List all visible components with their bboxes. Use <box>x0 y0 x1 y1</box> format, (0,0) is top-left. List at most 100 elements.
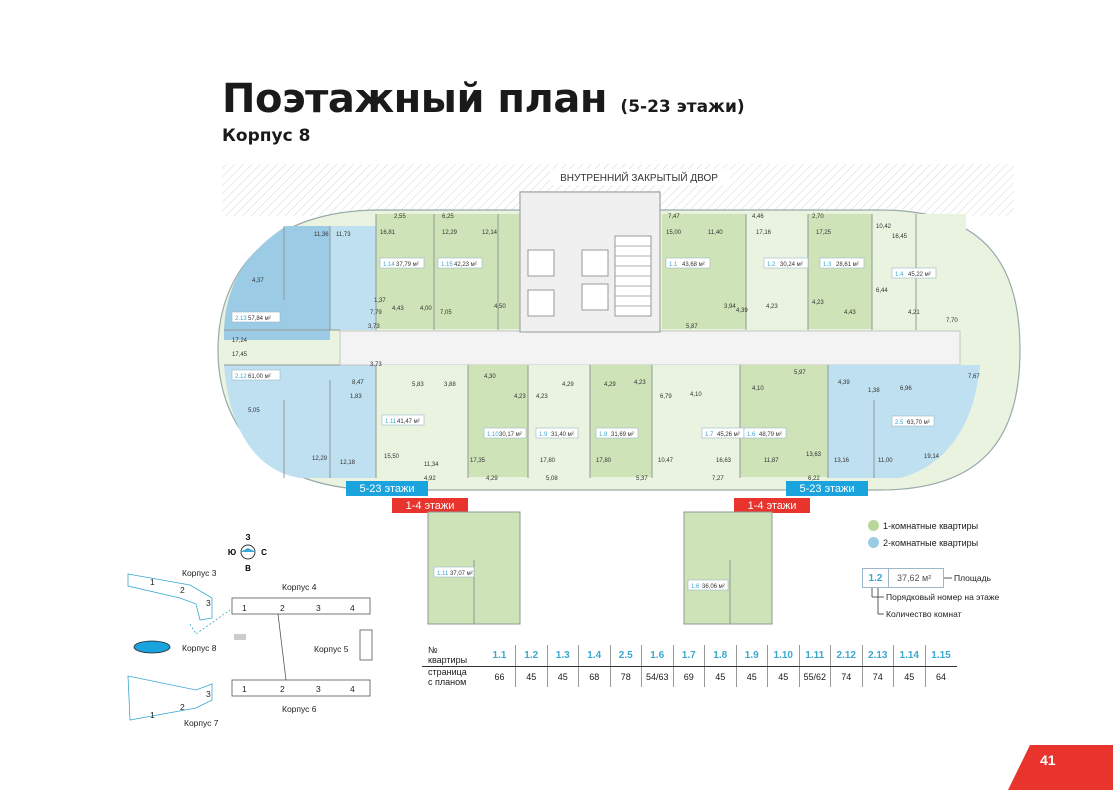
table-apt-1.3: 1.3 <box>546 645 579 667</box>
table-page: 45 <box>515 666 547 687</box>
room-size: 4,29 <box>562 382 574 388</box>
room-size: 4,50 <box>494 304 506 310</box>
room-size: 6,25 <box>442 214 454 220</box>
stair-lines <box>615 245 651 307</box>
unit-badge-area: 31,69 м² <box>611 432 634 438</box>
table-page: 64 <box>924 666 957 687</box>
site-k6 <box>231 679 371 697</box>
room-size: 4,23 <box>812 300 824 306</box>
key-sample: 1.2 37,62 м² <box>862 568 944 588</box>
legend-two-room: 2-комнатные квартиры <box>868 534 978 551</box>
room-size: 12,29 <box>312 456 328 462</box>
table-apt-2.12: 2.12 <box>830 645 862 667</box>
unit-badge-num: 2.13 <box>235 316 247 322</box>
room-size: 17,16 <box>756 230 772 236</box>
room-size: 6,79 <box>660 394 672 400</box>
room-size: 12,18 <box>340 460 356 466</box>
room-size: 13,16 <box>834 458 850 464</box>
room-size: 1,38 <box>868 388 880 394</box>
site-k8-highlight <box>133 640 171 654</box>
room-size: 6,22 <box>808 476 820 482</box>
unit-badge-num: 1.2 <box>767 262 776 268</box>
room-size: 15,00 <box>666 230 682 236</box>
compass-rose: З Ю С В <box>228 533 267 573</box>
courtyard-label: ВНУТРЕННИЙ ЗАКРЫТЫЙ ДВОР <box>560 171 718 184</box>
unit-badge-area: 48,79 м² <box>759 432 782 438</box>
room-size: 1,37 <box>374 298 386 304</box>
unit-1-9-area <box>528 365 590 477</box>
room-size: 4,23 <box>634 380 646 386</box>
room-size: 11,34 <box>424 462 439 468</box>
unit-1-7-area <box>652 365 740 477</box>
room-size: 1,83 <box>350 394 362 400</box>
lower-left-badge-num: 1.11 <box>437 571 449 577</box>
unit-walls <box>224 214 917 478</box>
table-page: 74 <box>830 666 862 687</box>
room-size: 15,50 <box>384 454 400 460</box>
room-size: 4,10 <box>752 386 764 392</box>
table-apt-2.13: 2.13 <box>861 645 894 667</box>
compass-e: С <box>261 548 267 557</box>
site-sec-bot-2: 2 <box>280 684 285 694</box>
room-size: 7,47 <box>668 214 680 220</box>
room-size: 19,14 <box>924 454 940 460</box>
legend-one-room-swatch <box>868 520 879 531</box>
unit-1-14-area <box>376 214 434 329</box>
site-square <box>234 634 246 640</box>
room-size: 4,21 <box>908 310 920 316</box>
site-sec-top-2: 2 <box>280 603 285 613</box>
room-size: 7,67 <box>968 374 980 380</box>
room-size: 4,10 <box>690 392 702 398</box>
table-page: 45 <box>767 666 799 687</box>
room-size: 6,96 <box>900 386 912 392</box>
site-label-k3: Корпус 3 <box>182 568 217 578</box>
unit-badge-area: 45,22 м² <box>908 272 931 278</box>
tag-upper-right: 5-23 этажи <box>786 481 868 496</box>
unit-badge-area: 30,24 м² <box>780 262 803 268</box>
legend-two-room-swatch <box>868 537 879 548</box>
unit-1-15-area <box>434 214 498 329</box>
room-size: 4,23 <box>514 394 526 400</box>
unit-2-12-area <box>224 365 376 478</box>
table-page: 74 <box>861 666 894 687</box>
room-size: 17,80 <box>596 458 612 464</box>
room-size: 16,63 <box>716 458 732 464</box>
page-number: 41 <box>1040 752 1056 768</box>
unit-1-3-area <box>808 214 872 329</box>
room-size: 4,29 <box>604 382 616 388</box>
room-size: 4,37 <box>252 278 264 284</box>
site-label-k5: Корпус 5 <box>314 644 349 654</box>
room-size: 11,00 <box>878 458 893 464</box>
unit-badge-num: 1.8 <box>599 432 608 438</box>
unit-badge-area: 45,26 м² <box>717 432 740 438</box>
unit-badge-num: 1.9 <box>539 432 548 438</box>
room-size: 4,43 <box>844 310 856 316</box>
room-size: 5,83 <box>412 382 424 388</box>
site-map <box>127 573 231 721</box>
room-size: 7,27 <box>712 476 724 482</box>
room-size: 7,05 <box>440 310 452 316</box>
tag-lower-left: 1-4 этажи <box>392 498 468 513</box>
room-size: 5,37 <box>636 476 648 482</box>
table-apt-1.15: 1.15 <box>924 645 957 667</box>
unit-badge-area: 41,47 м² <box>397 419 420 425</box>
site-k7-sec-2: 2 <box>180 702 185 712</box>
unit-badge-num: 1.11 <box>385 419 397 425</box>
site-k5 <box>359 629 373 661</box>
room-size: 7,79 <box>370 310 382 316</box>
elevator-1 <box>527 249 555 277</box>
site-label-k7: Корпус 7 <box>184 718 219 728</box>
unit-1-15b-area <box>498 214 520 329</box>
unit-badge-num: 1.6 <box>747 432 756 438</box>
room-size: 12,14 <box>482 230 498 236</box>
table-page: 45 <box>704 666 736 687</box>
corridor <box>339 330 961 366</box>
room-size: 16,81 <box>380 230 396 236</box>
